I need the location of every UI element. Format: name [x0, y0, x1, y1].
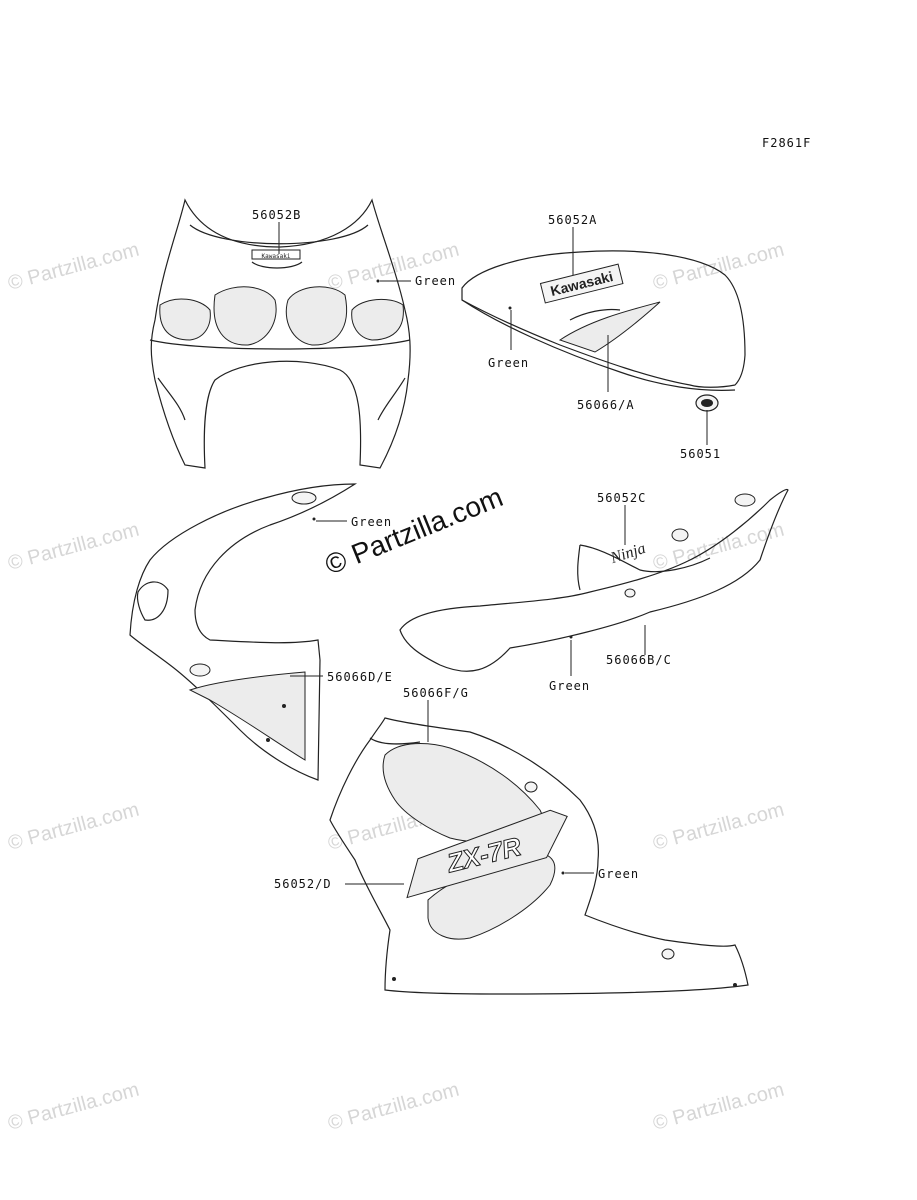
watermark-tile: © Partzilla.com	[6, 239, 142, 295]
fuel-cap-center	[701, 399, 713, 407]
fairing-screw	[266, 738, 270, 742]
main-watermark: © Partzilla.com	[321, 481, 508, 580]
callout-labels: 56052B Green 56052A Green 56066/A 56051 …	[252, 208, 721, 891]
fairing-hole	[291, 491, 317, 505]
fairing-screw	[733, 983, 737, 987]
leader-lines	[278, 222, 708, 885]
green-point	[561, 871, 565, 875]
green-point	[569, 635, 573, 639]
callout-56052C: 56052C	[597, 491, 646, 505]
watermark-tile: © Partzilla.com	[6, 1079, 142, 1135]
windscreen-decal-text: Kawasaki	[262, 253, 291, 260]
fairing-hole	[661, 948, 675, 960]
green-point	[312, 517, 316, 521]
callout-56052D: 56052/D	[274, 877, 332, 891]
watermark-tile: © Partzilla.com	[651, 519, 787, 575]
windscreen-decal	[251, 249, 301, 260]
tail-hole	[671, 528, 689, 542]
fairing-hole	[524, 781, 538, 793]
watermark-tile: © Partzilla.com	[6, 519, 142, 575]
fairing-screw	[282, 704, 286, 708]
green-point	[376, 279, 380, 283]
callout-56052B: 56052B	[252, 208, 301, 222]
callout-green-lower-fairing: Green	[598, 867, 639, 881]
callout-green-tank: Green	[488, 356, 529, 370]
fairing-screw	[392, 977, 396, 981]
callout-56066FG: 56066F/G	[403, 686, 469, 700]
watermark-tile: © Partzilla.com	[651, 1079, 787, 1135]
fuel-tank[interactable]: Kawasaki	[461, 250, 746, 412]
callout-56066BC: 56066B/C	[606, 653, 672, 667]
callout-56066A: 56066/A	[577, 398, 635, 412]
fairing-hole	[189, 663, 211, 677]
callout-56066DE: 56066D/E	[327, 670, 393, 684]
tank-badge-text: Kawasaki	[549, 268, 615, 299]
inner-side-fairing[interactable]	[129, 483, 358, 781]
upper-fairing[interactable]: Kawasaki	[149, 198, 411, 469]
watermark-tile: © Partzilla.com	[651, 239, 787, 295]
callout-56052A: 56052A	[548, 213, 597, 227]
watermark-tile: © Partzilla.com	[326, 1079, 462, 1135]
callout-56051: 56051	[680, 447, 721, 461]
tank-badge	[539, 263, 624, 304]
tail-hole	[624, 588, 636, 598]
green-point	[508, 306, 512, 310]
figure-code: F2861F	[762, 136, 811, 150]
callout-green-upper-fairing: Green	[415, 274, 456, 288]
tail-grab-hole	[734, 493, 756, 507]
watermark-tile: © Partzilla.com	[6, 799, 142, 855]
lower-side-fairing[interactable]: ZX-7R	[329, 717, 749, 995]
callout-green-tail: Green	[549, 679, 590, 693]
main-watermark-text: © Partzilla.com	[321, 481, 508, 580]
callout-green-inner-fairing: Green	[351, 515, 392, 529]
watermark-tiles: © Partzilla.com © Partzilla.com © Partzi…	[6, 239, 787, 1135]
watermark-tile: © Partzilla.com	[651, 799, 787, 855]
